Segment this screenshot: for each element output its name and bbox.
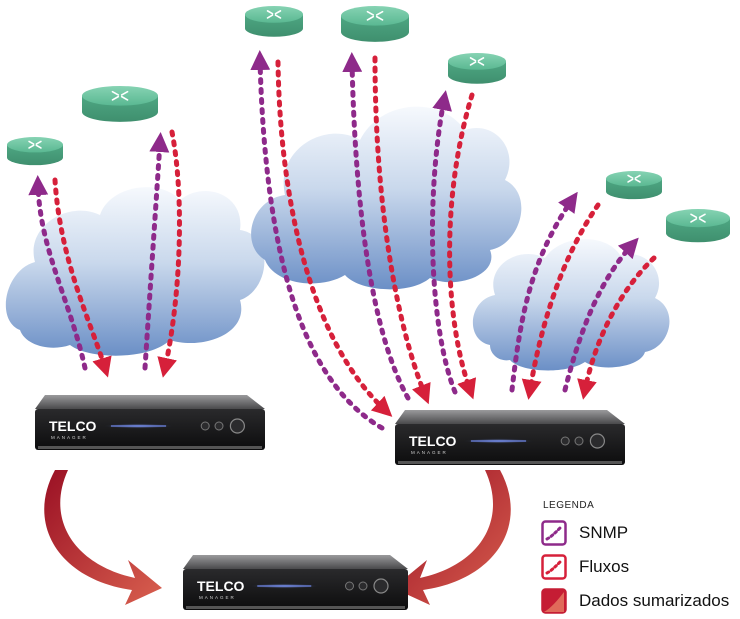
cloud-left-icon <box>5 187 265 356</box>
legend: LEGENDA SNMP Fluxos Dados sumarizados <box>541 500 740 619</box>
snmp-legend-icon <box>541 520 567 546</box>
legend-item-summary: Dados sumarizados <box>541 588 729 614</box>
summary-legend-icon <box>541 588 567 614</box>
flow-arrow <box>447 92 477 400</box>
snmp-arrow <box>562 237 639 393</box>
router-icon <box>7 137 63 166</box>
flow-legend-icon <box>541 554 567 580</box>
legend-label-snmp: SNMP <box>579 523 629 542</box>
snmp-arrow <box>250 50 385 431</box>
router-icon <box>245 6 303 37</box>
router-icon <box>341 6 409 42</box>
snmp-arrow <box>28 175 88 371</box>
router-icon <box>606 171 662 200</box>
cloud-center-icon <box>251 106 522 290</box>
legend-label-summary: Dados sumarizados <box>579 591 730 610</box>
snmp-arrow <box>509 191 578 393</box>
flow-arrow <box>52 177 112 378</box>
device-brand: TELCO <box>49 418 97 434</box>
legend-label-flows: Fluxos <box>579 557 630 576</box>
cloud-right-icon <box>472 239 670 371</box>
router-icon <box>448 53 506 84</box>
flow-arrow <box>157 129 182 378</box>
router-icon <box>666 209 730 243</box>
device-sub: MANAGER <box>411 450 448 455</box>
device-sub: MANAGER <box>199 595 236 600</box>
device-sub: MANAGER <box>51 435 88 440</box>
snmp-arrow <box>342 52 411 401</box>
flow-arrow <box>521 202 601 400</box>
legend-title: LEGENDA <box>543 500 595 511</box>
summary-arrow-left-icon <box>44 470 162 605</box>
legend-item-flows: Fluxos <box>541 554 629 580</box>
summary-arrow-right-icon <box>393 470 511 605</box>
flow-arrow <box>275 59 393 417</box>
snmp-arrow <box>429 90 458 395</box>
device-brand: TELCO <box>409 433 457 449</box>
flow-arrow <box>372 55 431 405</box>
flow-arrow <box>577 255 657 400</box>
legend-item-snmp: SNMP <box>541 520 628 546</box>
router-icon <box>82 86 158 122</box>
device-brand: TELCO <box>197 578 245 594</box>
snmp-arrow <box>142 132 170 371</box>
